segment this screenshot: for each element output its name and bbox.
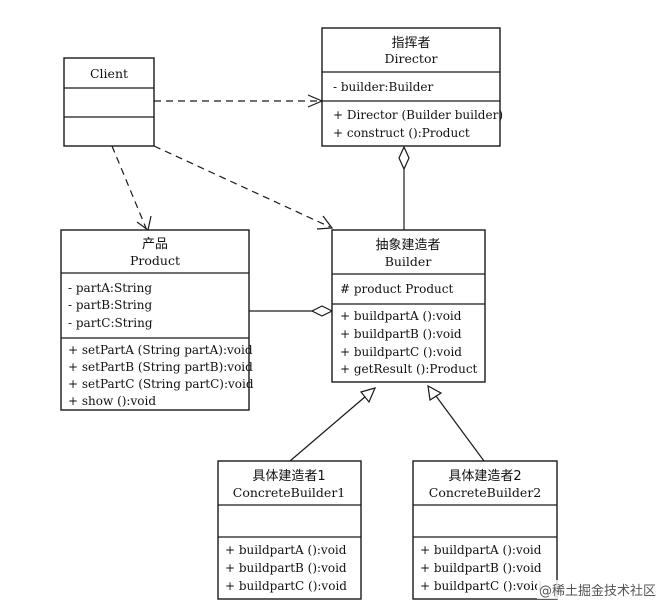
builder-method: + buildpartC ():void xyxy=(340,345,462,359)
dependency-client-product xyxy=(111,145,147,229)
product-method: + setPartB (String partB):void xyxy=(68,360,253,374)
relationship-lines xyxy=(111,94,485,462)
dependency-arrowhead-builder xyxy=(316,215,334,230)
product-method: + setPartC (String partC):void xyxy=(68,377,254,391)
product-attribute: - partC:String xyxy=(68,316,153,330)
generalization-concrete1-builder xyxy=(289,395,367,462)
product-method: + setPartA (String partA):void xyxy=(68,343,253,357)
generalization-concrete2-builder xyxy=(435,395,485,462)
director-class-name: Director xyxy=(385,51,438,66)
product-class-name: Product xyxy=(130,253,180,268)
concretebuilder1-class-box: 具体建造者1 ConcreteBuilder1 + buildpartA ():… xyxy=(217,460,362,600)
concretebuilder1-method: + buildpartC ():void xyxy=(225,579,347,593)
watermark-text: @稀土掘金技术社区 xyxy=(536,580,658,599)
director-attribute: - builder:Builder xyxy=(333,80,434,94)
product-method: + show ():void xyxy=(68,394,156,408)
concretebuilder2-class-name-cn: 具体建造者2 xyxy=(448,469,521,484)
director-class-name-cn: 指挥者 xyxy=(391,36,430,51)
builder-attribute: # product Product xyxy=(340,282,453,296)
director-method: + construct ():Product xyxy=(333,126,470,140)
concretebuilder1-class-name: ConcreteBuilder1 xyxy=(233,485,346,500)
client-class-name: Client xyxy=(90,66,128,81)
builder-class-name: Builder xyxy=(385,254,432,269)
concretebuilder1-method: + buildpartA ():void xyxy=(225,543,347,557)
builder-method: + getResult ():Product xyxy=(340,362,478,376)
concretebuilder2-method: + buildpartB ():void xyxy=(420,561,542,575)
generalization-triangle-concrete2 xyxy=(427,384,443,402)
concretebuilder2-class-box: 具体建造者2 ConcreteBuilder2 + buildpartA ():… xyxy=(412,460,558,600)
product-class-name-cn: 产品 xyxy=(142,237,168,252)
product-attribute: - partB:String xyxy=(68,298,152,312)
generalization-triangle-concrete1 xyxy=(359,387,377,404)
concretebuilder2-method: + buildpartA ():void xyxy=(420,543,542,557)
concretebuilder2-class-name: ConcreteBuilder2 xyxy=(429,485,542,500)
concretebuilder2-method: + buildpartC ():void xyxy=(420,579,542,593)
client-class-box: Client xyxy=(63,57,155,147)
aggregation-diamond-builder xyxy=(310,305,334,317)
dependency-client-builder xyxy=(153,145,331,228)
product-class-box: 产品 Product - partA:String - partB:String… xyxy=(60,229,254,411)
dependency-arrowhead-product xyxy=(136,215,152,232)
concretebuilder1-class-name-cn: 具体建造者1 xyxy=(252,469,325,484)
concretebuilder1-method: + buildpartB ():void xyxy=(225,561,347,575)
director-class-box: 指挥者 Director - builder:Builder + Directo… xyxy=(321,27,503,147)
director-method: + Director (Builder builder) xyxy=(333,108,503,122)
aggregation-diamond-director xyxy=(398,145,410,171)
product-attribute: - partA:String xyxy=(68,281,152,295)
builder-method: + buildpartA ():void xyxy=(340,309,462,323)
builder-class-name-cn: 抽象建造者 xyxy=(375,238,440,253)
builder-class-box: 抽象建造者 Builder # product Product + buildp… xyxy=(331,229,486,383)
builder-method: + buildpartB ():void xyxy=(340,327,462,341)
